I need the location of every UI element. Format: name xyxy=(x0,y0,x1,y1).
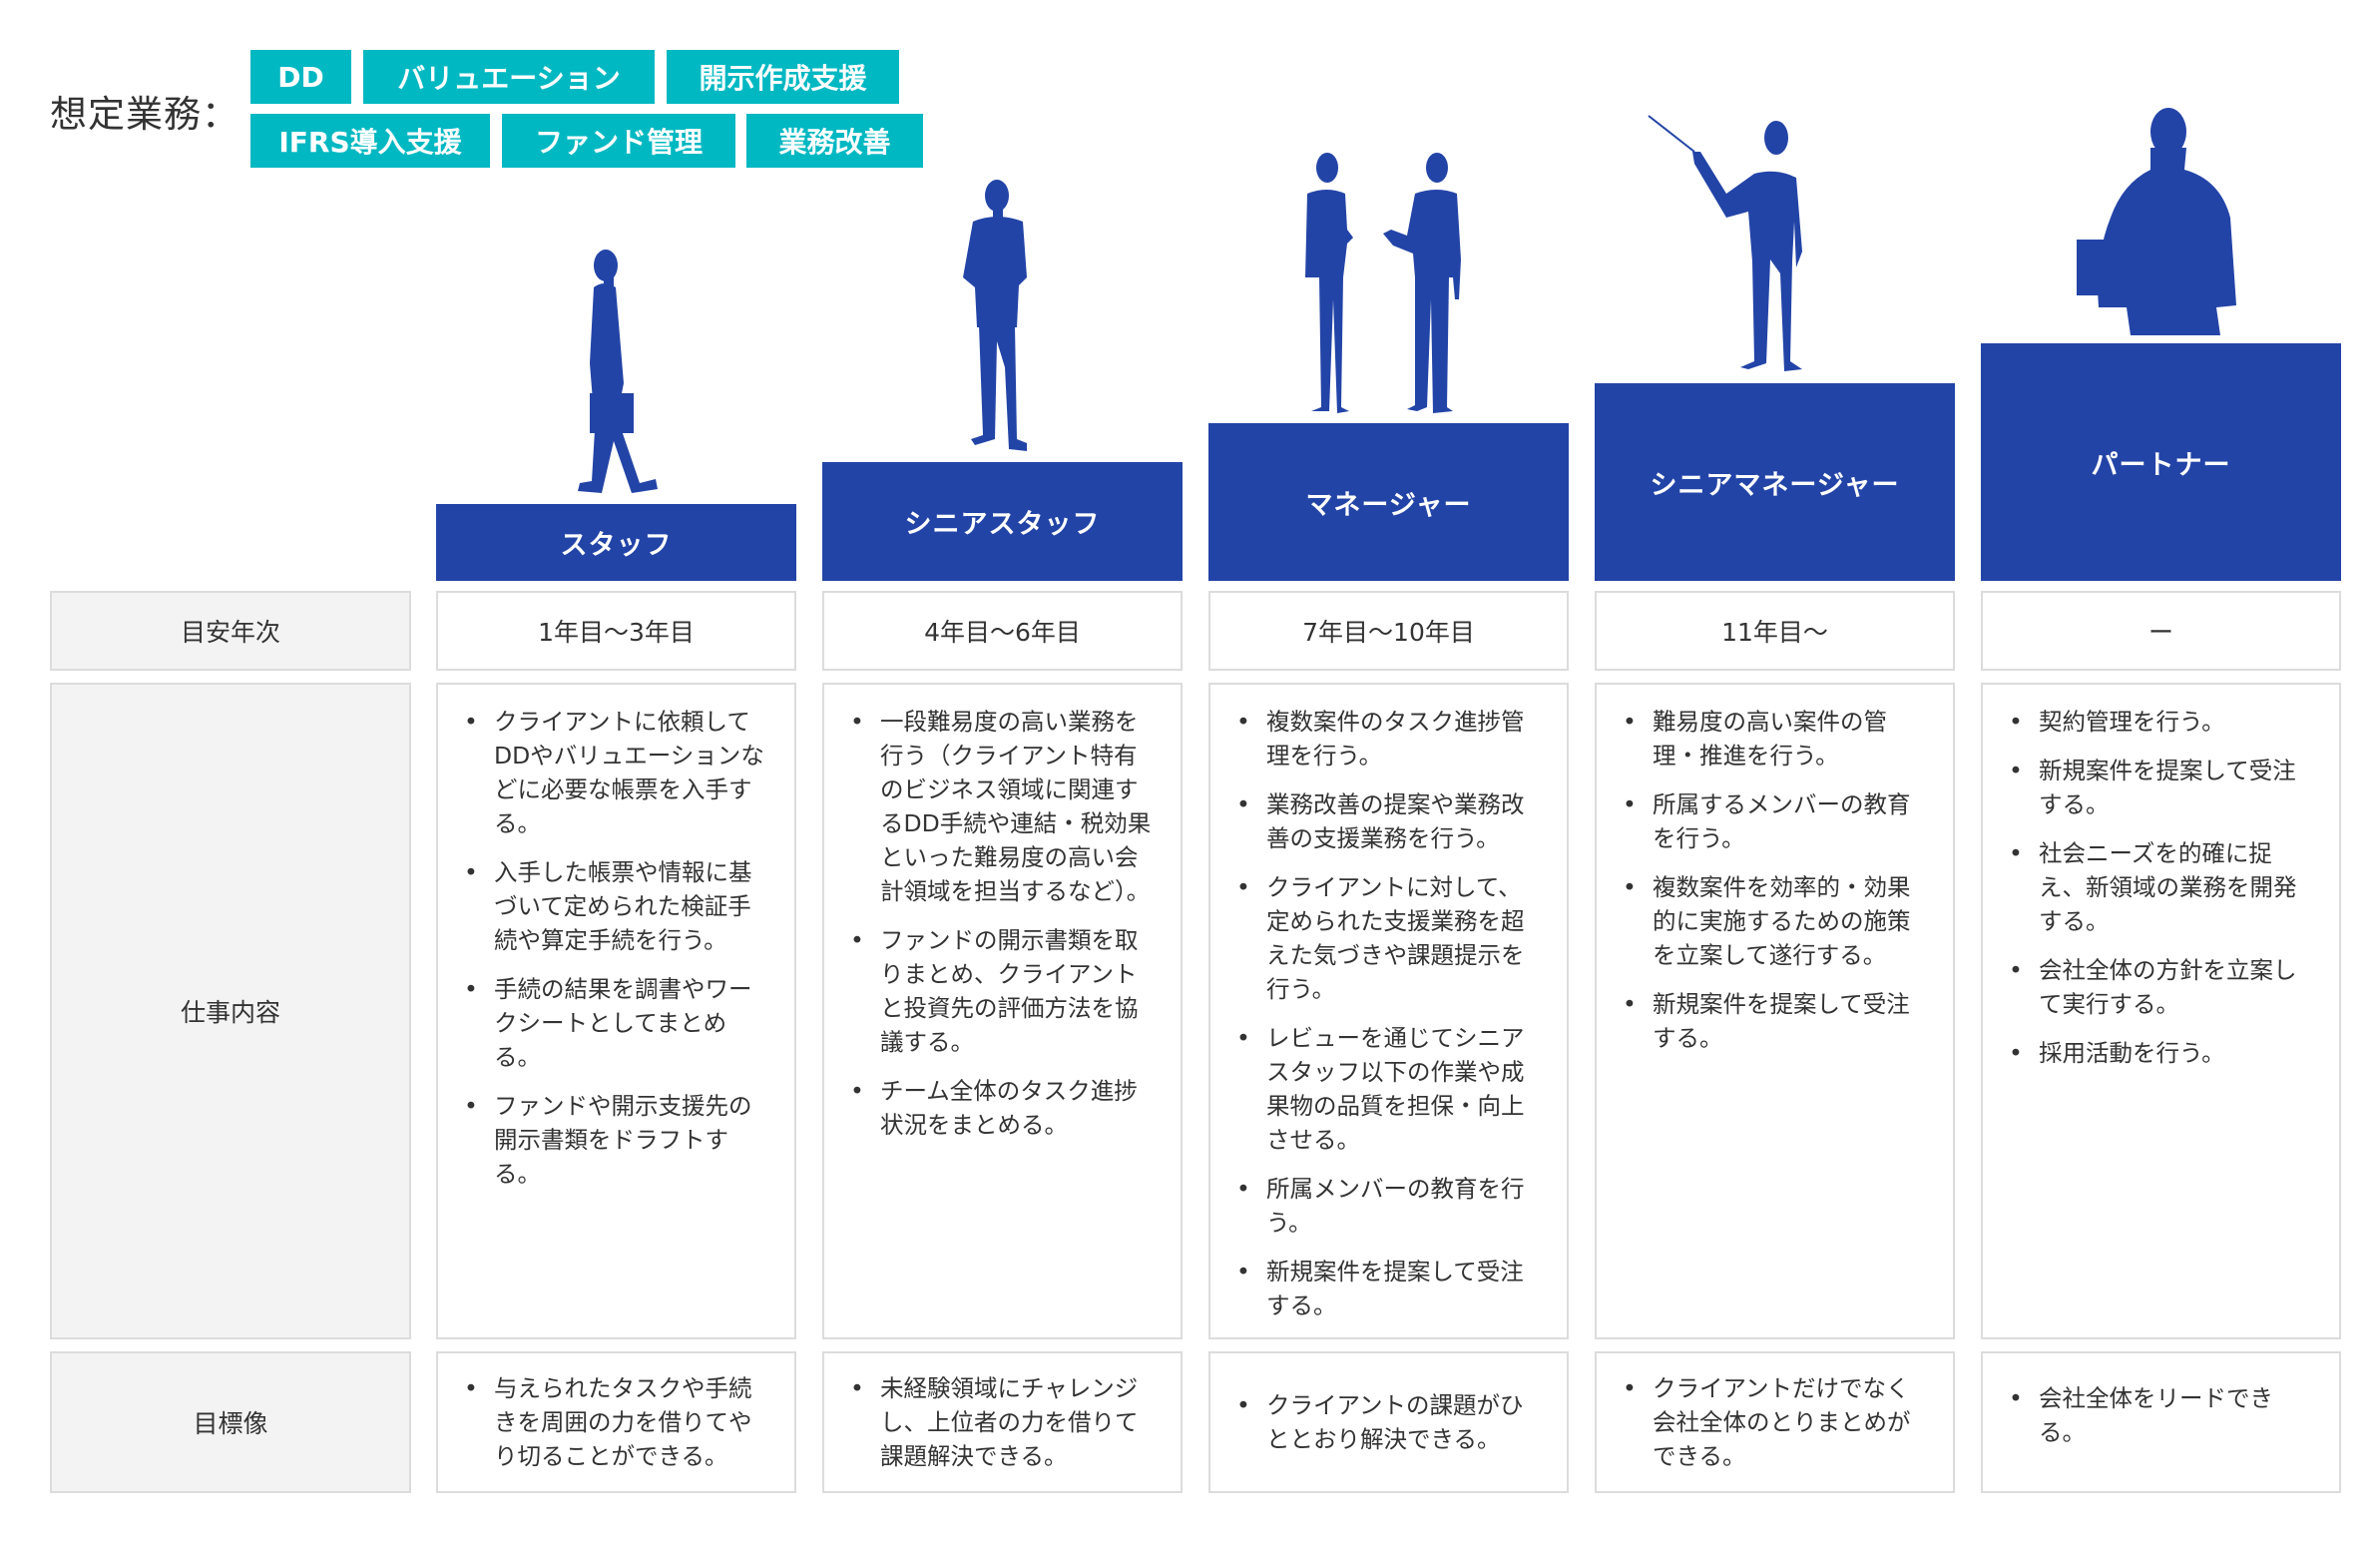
list-item: 契約管理を行う。 xyxy=(2009,705,2311,739)
goal-staff: 与えられたタスクや手続きを周囲の力を借りてやり切ることができる。 xyxy=(436,1351,796,1493)
list-item: ファンドや開示支援先の開示書類をドラフトする。 xyxy=(464,1089,766,1191)
list-item: 所属メンバーの教育を行う。 xyxy=(1236,1172,1539,1240)
tag-fund-management: ファンド管理 xyxy=(502,114,735,168)
tag-valuation: バリュエーション xyxy=(363,50,655,104)
list-item: 入手した帳票や情報に基づいて定められた検証手続や算定手続を行う。 xyxy=(464,855,766,957)
list-item: チーム全体のタスク進捗状況をまとめる。 xyxy=(850,1074,1153,1142)
duties-senior-staff: 一段難易度の高い業務を行う（クライアント特有のビジネス領域に関連するDD手続や連… xyxy=(822,683,1183,1339)
level-step-staff: スタッフ xyxy=(436,504,796,581)
years-manager: 7年目〜10年目 xyxy=(1208,591,1569,671)
duties-partner: 契約管理を行う。 新規案件を提案して受注する。 社会ニーズを的確に捉え、新領域の… xyxy=(1981,683,2341,1339)
list-item: 新規案件を提案して受注する。 xyxy=(1623,987,1925,1055)
man-holding-tablet-icon xyxy=(2071,108,2250,335)
list-item: レビューを通じてシニアスタッフ以下の作業や成果物の品質を担保・向上させる。 xyxy=(1236,1021,1539,1157)
standing-man-icon xyxy=(953,178,1043,453)
list-item: 社会ニーズを的確に捉え、新領域の業務を開発する。 xyxy=(2009,836,2311,938)
list-item: 会社全体をリードできる。 xyxy=(2009,1381,2311,1449)
list-item: ファンドの開示書類を取りまとめ、クライアントと投資先の評価方法を協議する。 xyxy=(850,923,1153,1059)
tag-ifrs-support: IFRS導入支援 xyxy=(250,114,490,168)
list-item: 手続の結果を調書やワークシートとしてまとめる。 xyxy=(464,972,766,1074)
list-item: クライアントの課題がひととおり解決できる。 xyxy=(1236,1388,1539,1456)
years-partner: ー xyxy=(1981,591,2341,671)
goal-manager: クライアントの課題がひととおり解決できる。 xyxy=(1208,1351,1569,1493)
years-senior-staff: 4年目〜6年目 xyxy=(822,591,1183,671)
list-item: クライアントに対して、定められた支援業務を超えた気づきや課題提示を行う。 xyxy=(1236,870,1539,1006)
two-men-talking-icon xyxy=(1297,150,1487,414)
list-item: 会社全体の方針を立案して実行する。 xyxy=(2009,953,2311,1021)
list-item: 難易度の高い案件の管理・推進を行う。 xyxy=(1623,705,1925,772)
years-staff: 1年目〜3年目 xyxy=(436,591,796,671)
goal-senior-staff: 未経験領域にチャレンジし、上位者の力を借りて課題解決できる。 xyxy=(822,1351,1183,1493)
list-item: クライアントに依頼してDDやバリュエーションなどに必要な帳票を入手する。 xyxy=(464,705,766,840)
tag-disclosure-support: 開示作成支援 xyxy=(667,50,899,104)
list-item: 所属するメンバーの教育を行う。 xyxy=(1623,787,1925,855)
list-item: 新規案件を提案して受注する。 xyxy=(2009,754,2311,821)
row-label-goals: 目標像 xyxy=(50,1351,411,1493)
page-title: 想定業務： xyxy=(50,93,239,136)
list-item: クライアントだけでなく会社全体のとりまとめができる。 xyxy=(1623,1371,1925,1473)
list-item: 一段難易度の高い業務を行う（クライアント特有のビジネス領域に関連するDD手続や連… xyxy=(850,705,1153,908)
row-label-years: 目安年次 xyxy=(50,591,411,671)
man-with-pointer-icon xyxy=(1645,112,1834,375)
level-step-partner: パートナー xyxy=(1981,343,2341,581)
duties-staff: クライアントに依頼してDDやバリュエーションなどに必要な帳票を入手する。 入手し… xyxy=(436,683,796,1339)
list-item: 未経験領域にチャレンジし、上位者の力を借りて課題解決できる。 xyxy=(850,1371,1153,1473)
tag-dd: DD xyxy=(250,50,351,104)
duties-senior-manager: 難易度の高い案件の管理・推進を行う。 所属するメンバーの教育を行う。 複数案件を… xyxy=(1595,683,1955,1339)
level-step-manager: マネージャー xyxy=(1208,423,1569,581)
level-step-senior-manager: シニアマネージャー xyxy=(1595,383,1955,581)
row-label-duties: 仕事内容 xyxy=(50,683,411,1339)
list-item: 与えられたタスクや手続きを周囲の力を借りてやり切ることができる。 xyxy=(464,1371,766,1473)
walking-man-with-briefcase-icon xyxy=(544,244,674,495)
tag-business-improvement: 業務改善 xyxy=(746,114,923,168)
duties-manager: 複数案件のタスク進捗管理を行う。 業務改善の提案や業務改善の支援業務を行う。 ク… xyxy=(1208,683,1569,1339)
goal-senior-manager: クライアントだけでなく会社全体のとりまとめができる。 xyxy=(1595,1351,1955,1493)
list-item: 新規案件を提案して受注する。 xyxy=(1236,1255,1539,1322)
list-item: 採用活動を行う。 xyxy=(2009,1036,2311,1070)
level-step-senior-staff: シニアスタッフ xyxy=(822,462,1183,581)
list-item: 複数案件のタスク進捗管理を行う。 xyxy=(1236,705,1539,772)
years-senior-manager: 11年目〜 xyxy=(1595,591,1955,671)
list-item: 複数案件を効率的・効果的に実施するための施策を立案して遂行する。 xyxy=(1623,870,1925,972)
list-item: 業務改善の提案や業務改善の支援業務を行う。 xyxy=(1236,787,1539,855)
goal-partner: 会社全体をリードできる。 xyxy=(1981,1351,2341,1493)
